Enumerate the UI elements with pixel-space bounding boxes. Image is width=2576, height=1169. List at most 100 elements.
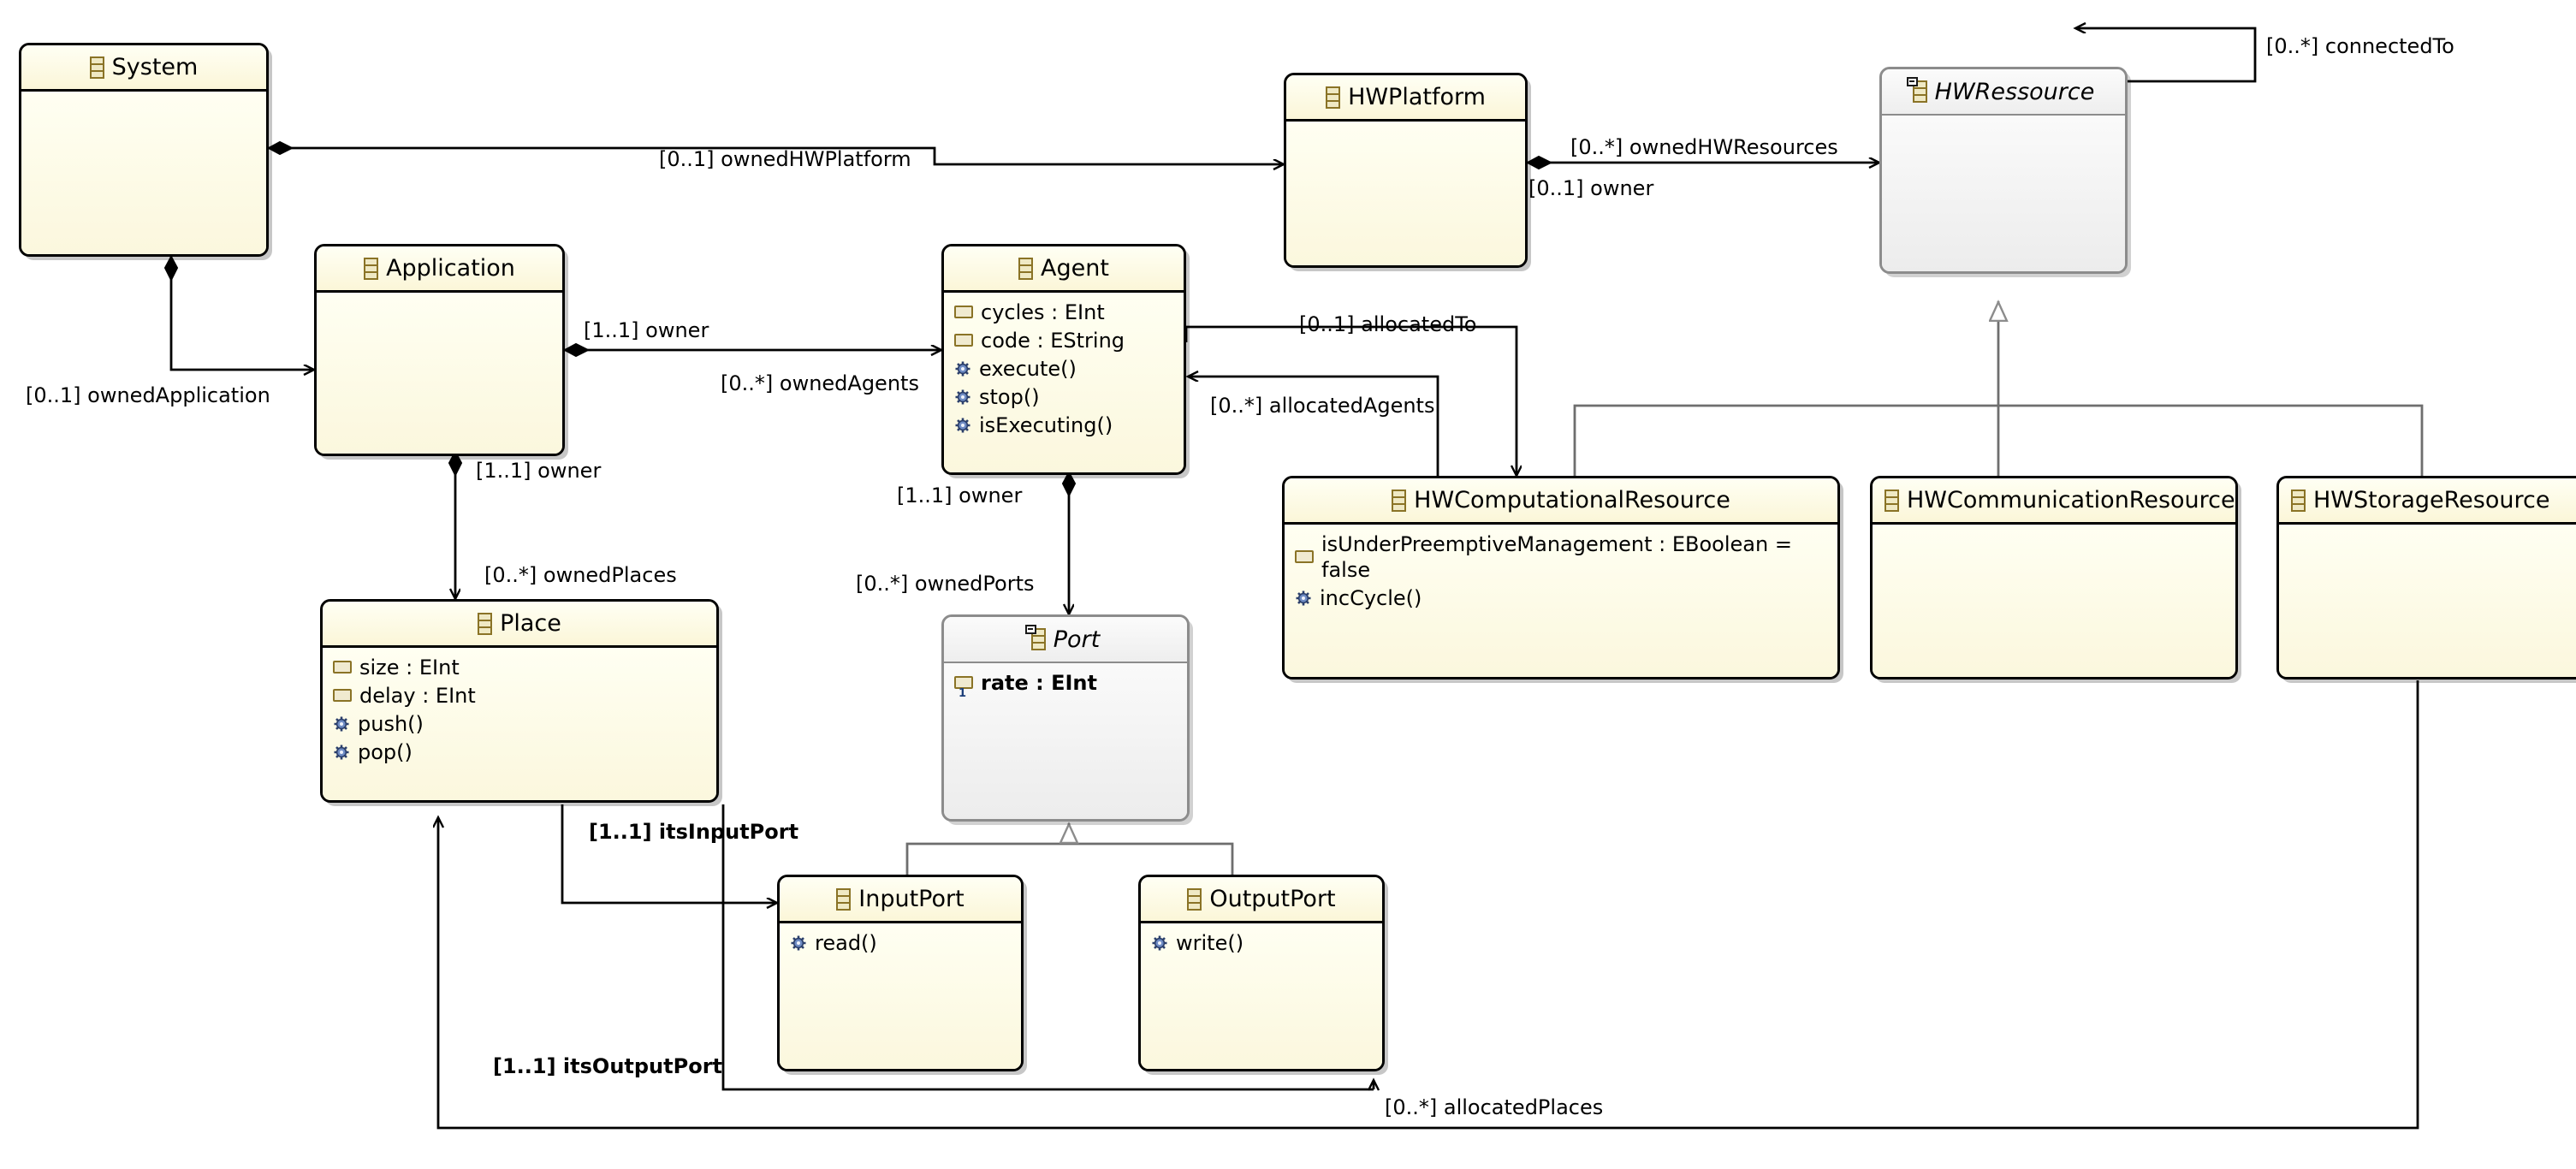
class-icon: [836, 887, 852, 911]
attribute-row: code : EString: [953, 328, 1184, 353]
operation-row: push(): [331, 711, 716, 737]
class-node-hwplatform[interactable]: HWPlatform: [1284, 73, 1528, 268]
operation-row: pop(): [331, 739, 716, 765]
attribute-icon: [954, 334, 973, 347]
operation-row: isExecuting(): [953, 412, 1184, 438]
attribute-row: delay : EInt: [331, 683, 716, 709]
class-name: InputPort: [858, 886, 965, 912]
class-header-port: Port: [944, 617, 1187, 663]
class-body-agent: cycles : EInt code : EString execute() s…: [944, 293, 1184, 472]
edge-label-owned-application: [0..1] ownedApplication: [26, 383, 270, 407]
class-body-hwcommunicationresource: [1873, 525, 2235, 677]
attribute-icon: [333, 689, 352, 702]
class-header-place: Place: [323, 602, 716, 648]
class-node-application[interactable]: Application: [314, 244, 565, 456]
class-name: HWCommunicationResource: [1907, 487, 2235, 513]
attribute-row: size : EInt: [331, 655, 716, 680]
operation-icon: [790, 935, 807, 952]
class-header-hwstorageresource: HWStorageResource: [2279, 478, 2576, 525]
edge-label-owned-places: [0..*] ownedPlaces: [484, 563, 677, 587]
class-header-agent: Agent: [944, 246, 1184, 293]
edge-label-allocated-places: [0..*] allocatedPlaces: [1385, 1095, 1604, 1119]
class-name: Place: [500, 610, 561, 637]
class-body-system: [21, 92, 266, 254]
edge-label-connected-to: [0..*] connectedTo: [2266, 34, 2454, 58]
class-header-hwcomputationalresource: HWComputationalResource: [1285, 478, 1837, 525]
class-body-hwplatform: [1286, 122, 1525, 265]
class-node-hwressource[interactable]: HWRessource: [1879, 67, 2128, 274]
operation-icon: [333, 715, 350, 733]
class-body-inputport: read(): [780, 923, 1021, 1069]
operation-row: write(): [1149, 930, 1382, 956]
class-header-hwressource: HWRessource: [1882, 69, 2125, 116]
edge-label-owned-agents: [0..*] ownedAgents: [721, 371, 919, 395]
operation-icon: [333, 744, 350, 761]
attribute-row: rate : EInt: [953, 670, 1187, 699]
operation-row: read(): [788, 930, 1021, 956]
operation-icon: [1151, 935, 1168, 952]
class-body-port: rate : EInt: [944, 663, 1187, 819]
class-node-inputport[interactable]: InputPort read(): [777, 875, 1024, 1071]
class-icon-abstract: [1024, 625, 1046, 650]
operation-icon: [954, 389, 971, 406]
class-body-hwressource: [1882, 116, 2125, 271]
attribute-icon: [954, 676, 973, 699]
class-header-outputport: OutputPort: [1141, 877, 1382, 923]
class-icon: [1392, 489, 1407, 512]
attribute-icon: [333, 661, 352, 674]
attribute-row: cycles : EInt: [953, 300, 1184, 325]
class-node-system[interactable]: System: [19, 43, 269, 257]
edge-label-allocated-to: [0..1] allocatedTo: [1299, 312, 1477, 336]
class-icon: [478, 612, 493, 635]
class-icon-abstract: [1906, 77, 1927, 103]
class-icon: [364, 257, 379, 280]
operation-row: execute(): [953, 356, 1184, 382]
class-header-application: Application: [317, 246, 562, 293]
edge-label-hw-owner: [0..1] owner: [1528, 176, 1654, 200]
class-header-hwcommunicationresource: HWCommunicationResource: [1873, 478, 2235, 525]
class-name: HWStorageResource: [2313, 487, 2550, 513]
class-node-port[interactable]: Port rate : EInt: [941, 614, 1190, 822]
edge-label-owned-hw-resources: [0..*] ownedHWResources: [1570, 135, 1838, 159]
class-header-inputport: InputPort: [780, 877, 1021, 923]
class-node-outputport[interactable]: OutputPort write(): [1138, 875, 1385, 1071]
class-icon: [2291, 489, 2306, 512]
class-name: OutputPort: [1209, 886, 1336, 912]
class-node-hwstorageresource[interactable]: HWStorageResource: [2276, 476, 2576, 679]
edge-label-its-output-port: [1..1] itsOutputPort: [493, 1054, 722, 1078]
operation-row: incCycle(): [1293, 585, 1837, 611]
class-icon: [1018, 257, 1034, 280]
attribute-row: isUnderPreemptiveManagement : EBoolean =…: [1293, 531, 1837, 583]
class-name: HWRessource: [1934, 78, 2095, 105]
class-name: Application: [386, 255, 515, 282]
edge-label-owned-hw-platform: [0..1] ownedHWPlatform: [659, 147, 911, 171]
class-body-hwstorageresource: [2279, 525, 2576, 677]
class-name: HWPlatform: [1348, 84, 1486, 110]
class-icon: [1326, 86, 1341, 109]
class-name: HWComputationalResource: [1414, 487, 1730, 513]
class-node-hwcommunicationresource[interactable]: HWCommunicationResource: [1870, 476, 2238, 679]
attribute-icon: [1295, 550, 1314, 563]
class-node-place[interactable]: Place size : EInt delay : EInt push() po…: [320, 599, 719, 803]
class-name: Agent: [1041, 255, 1109, 282]
class-body-application: [317, 293, 562, 454]
class-body-place: size : EInt delay : EInt push() pop(): [323, 648, 716, 800]
edge-label-place-owner: [1..1] owner: [476, 459, 602, 483]
class-node-hwcomputationalresource[interactable]: HWComputationalResource isUnderPreemptiv…: [1282, 476, 1840, 679]
class-header-hwplatform: HWPlatform: [1286, 75, 1525, 122]
operation-icon: [954, 360, 971, 377]
edge-label-owned-ports: [0..*] ownedPorts: [856, 572, 1035, 596]
class-icon: [1885, 489, 1899, 512]
attribute-icon: [954, 306, 973, 318]
class-body-outputport: write(): [1141, 923, 1382, 1069]
class-icon: [1187, 887, 1202, 911]
class-icon: [89, 56, 104, 79]
edge-label-allocated-agents: [0..*] allocatedAgents: [1210, 394, 1435, 418]
edge-label-app-owner: [1..1] owner: [584, 318, 709, 342]
edge-label-its-input-port: [1..1] itsInputPort: [589, 820, 799, 844]
operation-row: stop(): [953, 384, 1184, 410]
class-node-agent[interactable]: Agent cycles : EInt code : EString execu…: [941, 244, 1186, 475]
class-name: Port: [1053, 626, 1101, 653]
